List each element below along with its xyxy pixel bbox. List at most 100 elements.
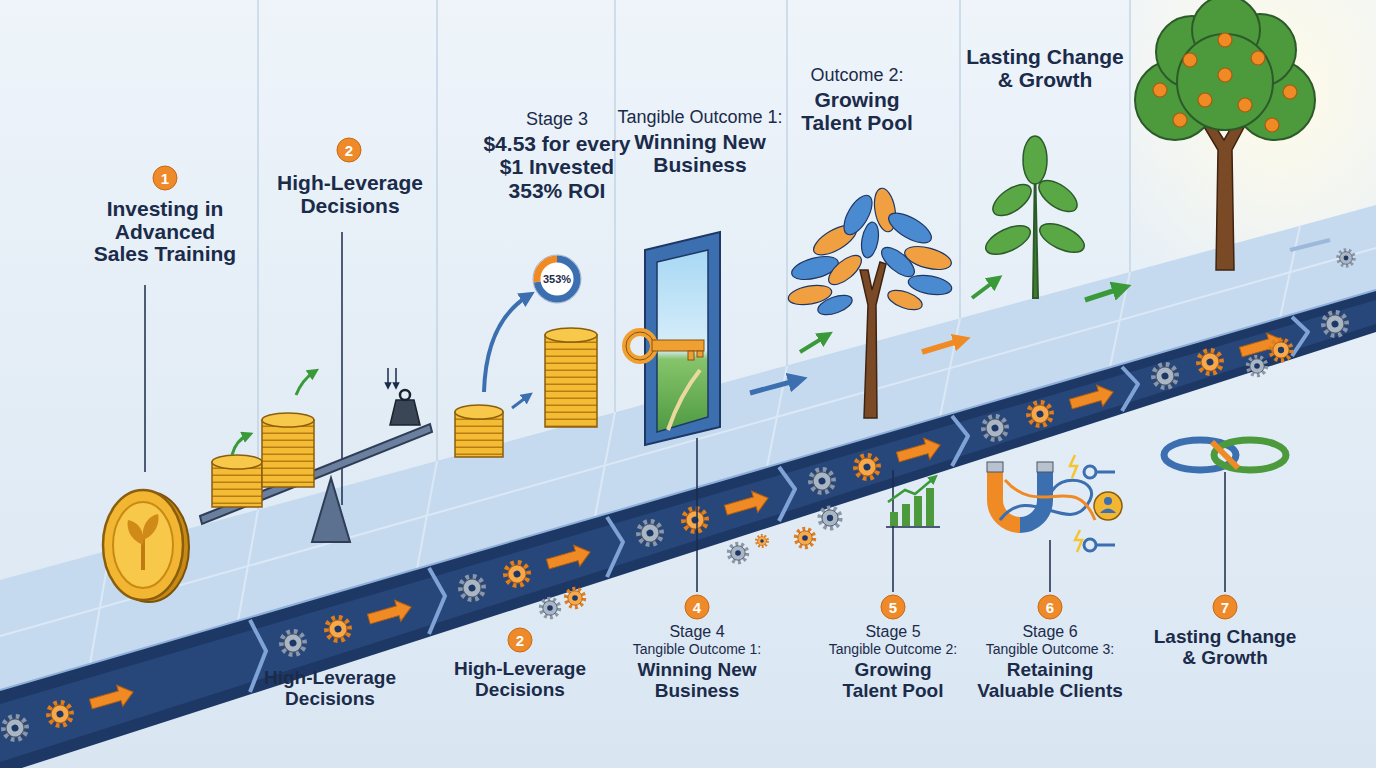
- conveyor-belt-part: [0, 248, 1376, 636]
- talent-tree-part: [860, 262, 886, 418]
- floating-gears-part: [796, 529, 814, 547]
- talent-tree-part-part: [907, 272, 953, 297]
- conveyor-belt-part: [250, 317, 1308, 692]
- belt-gears-part: [88, 681, 136, 714]
- fruit-tree-part-part: [1177, 34, 1273, 130]
- callout-number: 7: [1221, 600, 1229, 615]
- seesaw-coins-part: [390, 400, 420, 425]
- talent-tree-part-part: [824, 250, 866, 290]
- leader-lines-part: [144, 285, 146, 472]
- conveyor-belt-part-part: [238, 510, 258, 621]
- callout-number: 2: [516, 633, 524, 648]
- talent-tree-part: [902, 504, 910, 526]
- donut-arc: [537, 259, 577, 299]
- column-dividers-part: [1129, 0, 1130, 272]
- conveyor-belt-part-part: [595, 412, 615, 517]
- conveyor-belt: [0, 205, 1376, 768]
- talent-tree-part: [914, 496, 922, 526]
- conveyor-belt-part-part: [767, 366, 787, 467]
- step-caption: Growing Talent Pool: [836, 660, 951, 701]
- client-magnet-part: [1096, 471, 1115, 474]
- floating-gears-part: [1338, 250, 1353, 265]
- sapling-part-part: [988, 178, 1037, 221]
- client-magnet-part: [1084, 539, 1096, 551]
- seesaw-coins-part: [296, 372, 314, 395]
- fruit-tree-part-part: [1173, 113, 1187, 127]
- talent-tree-part: [888, 478, 934, 502]
- seesaw-coins-part: [262, 413, 314, 427]
- conveyor-belt-part-part: [250, 620, 266, 692]
- fruit-tree-part-part: [1238, 98, 1252, 112]
- roi-coins-part: [545, 328, 597, 342]
- conveyor-belt-part: [0, 205, 1376, 690]
- open-door-part: [626, 332, 654, 360]
- talent-tree-part: [926, 488, 934, 526]
- belt-gears-part: [279, 629, 306, 656]
- column-dividers-part: [436, 0, 437, 461]
- floating-gears-part: [757, 536, 768, 547]
- column-dividers-part: [786, 0, 787, 366]
- conveyor-belt-part-part: [1292, 317, 1308, 356]
- sapling: [972, 136, 1122, 300]
- donut-arc: [537, 259, 577, 299]
- number-badge: [337, 138, 361, 162]
- client-magnet-part: [1084, 466, 1096, 478]
- belt-gears-part: [895, 434, 943, 467]
- outcome-label: Tangible Outcome 1:: [607, 642, 787, 657]
- floating-gears-part: [820, 508, 840, 528]
- talent-tree-part-part: [885, 286, 924, 313]
- client-magnet-part: [1037, 462, 1053, 472]
- roi-coins: [455, 296, 597, 457]
- talent-tree-part-part: [859, 221, 881, 259]
- fruit-tree-part-part: [1153, 83, 1167, 97]
- outcome-label: Tangible Outcome 1:: [600, 108, 800, 127]
- seesaw-coins-part: [312, 478, 350, 542]
- roi-coins-part: [545, 335, 597, 427]
- open-door: [626, 232, 798, 445]
- fruit-tree: [1135, 0, 1330, 270]
- conveyor-belt-part-part: [940, 318, 960, 417]
- floating-gears-part: [1248, 357, 1266, 375]
- conveyor-belt-part-part: [779, 467, 795, 521]
- fruit-tree-part: [1290, 240, 1330, 250]
- fruit-tree-part-part: [1283, 85, 1297, 99]
- sapling-part: [1085, 288, 1122, 300]
- outcome-label: Tangible Outcome 3:: [960, 642, 1140, 657]
- conveyor-belt-part-part: [1280, 226, 1300, 318]
- step-number-circle: 1: [152, 165, 178, 191]
- talent-tree-part: [787, 187, 954, 319]
- seesaw-coins-part: [262, 420, 314, 487]
- floating-gears-part: [1271, 340, 1291, 360]
- leader-lines-part: [1224, 472, 1226, 592]
- open-door-part: [668, 370, 700, 430]
- callout-number: 1: [161, 171, 169, 186]
- belt-gears-part: [324, 615, 351, 642]
- number-badge: [685, 595, 709, 619]
- step-caption: Retaining Valuable Clients: [970, 660, 1130, 701]
- step-caption: High-Leverage Decisions: [255, 668, 405, 709]
- seesaw-coins-part: [212, 455, 262, 469]
- fruit-tree-part-part: [1218, 68, 1232, 82]
- sapling-part: [972, 280, 996, 298]
- conveyor-belt-part: [90, 226, 1300, 664]
- belt-gears-part: [681, 506, 708, 533]
- step-number-circle: 5: [880, 594, 906, 620]
- step-number-circle: 4: [684, 594, 710, 620]
- client-magnet-part: [1005, 480, 1095, 520]
- belt-gears-part: [1321, 310, 1348, 337]
- sapling-part-part: [982, 220, 1035, 260]
- column-dividers-part: [257, 0, 258, 510]
- stage-label: Stage 3: [497, 110, 617, 129]
- conveyor-belt-part-part: [952, 416, 968, 466]
- conveyor-belt-part-part: [1122, 367, 1138, 411]
- investment-coin-part: [113, 502, 173, 588]
- client-magnet-part: [1094, 492, 1122, 520]
- client-magnet: [987, 455, 1122, 552]
- leader-lines-part: [892, 470, 894, 592]
- step-title: Winning New Business: [620, 131, 780, 176]
- roi-coins-part: [484, 296, 528, 392]
- step-title: Growing Talent Pool: [790, 89, 925, 134]
- belt-gears-part: [46, 700, 73, 727]
- belt-gears-part: [723, 487, 771, 520]
